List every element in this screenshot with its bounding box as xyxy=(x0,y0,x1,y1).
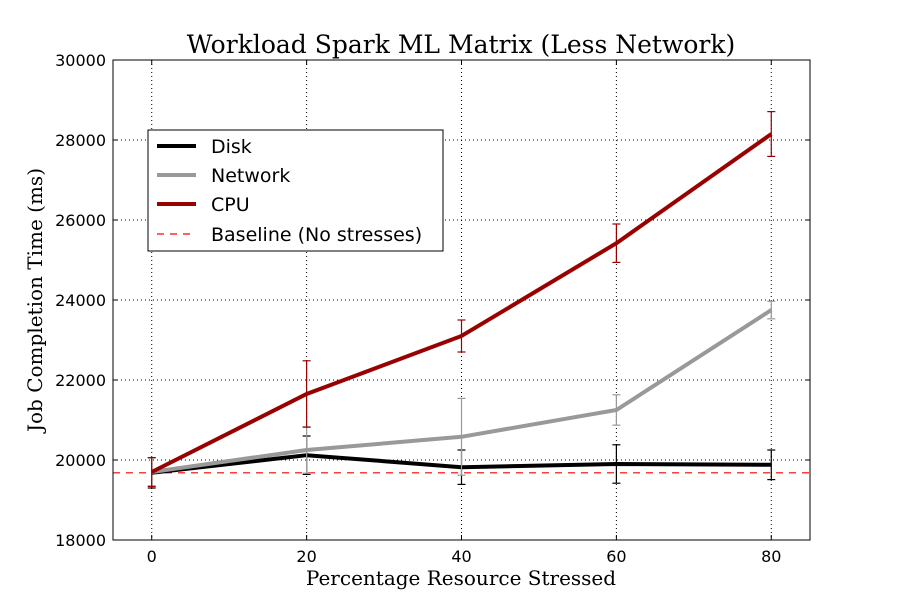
y-axis-label: Job Completion Time (ms) xyxy=(23,168,47,434)
x-tick-label: 80 xyxy=(761,547,781,566)
x-tick-label: 60 xyxy=(606,547,626,566)
chart-title: Workload Spark ML Matrix (Less Network) xyxy=(187,30,736,59)
y-tick-label: 26000 xyxy=(55,211,106,230)
y-tick-label: 22000 xyxy=(55,371,106,390)
legend-label-baseline: Baseline (No stresses) xyxy=(211,224,422,246)
legend-label-network: Network xyxy=(211,165,290,187)
x-tick-label: 20 xyxy=(296,547,316,566)
legend: Disk Network CPU Baseline (No stresses) xyxy=(147,129,444,252)
tick-layer: 0 20 40 60 80 18000 20000 22000 24000 26000 28000 3… xyxy=(55,51,810,566)
x-tick-label: 0 xyxy=(147,547,157,566)
legend-box xyxy=(147,129,444,252)
x-axis-label: Percentage Resource Stressed xyxy=(306,566,616,590)
y-tick-label: 20000 xyxy=(55,451,106,470)
y-tick-label: 24000 xyxy=(55,291,106,310)
series-layer xyxy=(147,110,776,489)
y-tick-label: 30000 xyxy=(55,51,106,70)
legend-label-disk: Disk xyxy=(211,136,252,158)
x-tick-label: 40 xyxy=(451,547,471,566)
y-tick-label: 28000 xyxy=(55,131,106,150)
legend-label-cpu: CPU xyxy=(211,194,250,216)
y-tick-label: 18000 xyxy=(55,531,106,550)
